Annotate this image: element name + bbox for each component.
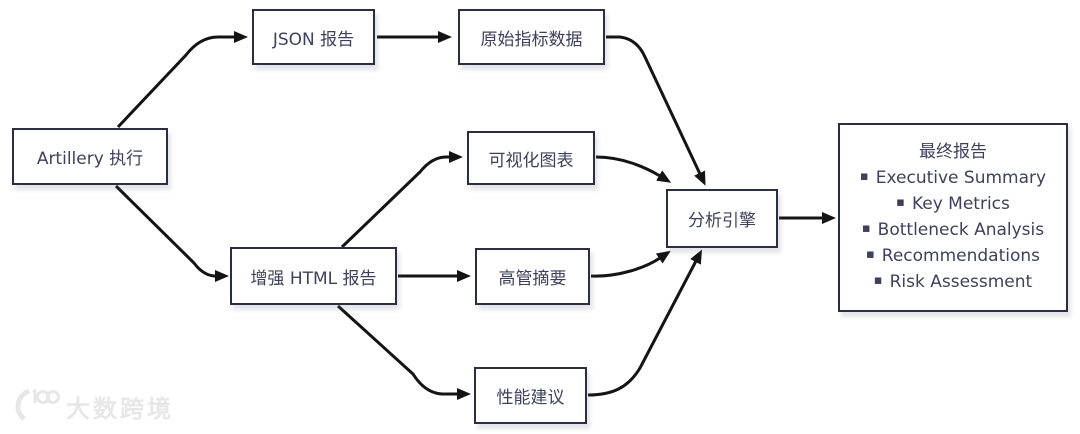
square-bullet-icon: ▪ [859, 169, 869, 184]
final-report-item-label: Key Metrics [911, 194, 1010, 214]
node-exec-summary-label: 高管摘要 [498, 269, 567, 289]
edge-exec-summary-to-analysis-engine [590, 250, 671, 278]
edge-visual-charts-to-analysis-engine [595, 155, 672, 183]
edge-enhanced-html-to-visual-charts [340, 151, 463, 249]
node-raw-metrics: 原始指标数据 [458, 9, 605, 65]
node-exec-summary: 高管摘要 [475, 248, 590, 305]
edge-raw-metrics-to-analysis-engine [606, 35, 706, 186]
dashu-100-logo-icon [15, 388, 60, 421]
final-report-item-label: Bottleneck Analysis [877, 220, 1045, 240]
node-enhanced-html-report-label: 增强 HTML 报告 [250, 268, 377, 289]
edge-perf-suggestions-to-analysis-engine [587, 249, 703, 397]
edge-artillery-to-enhanced-html [114, 184, 229, 282]
final-report-item-label: Executive Summary [875, 168, 1047, 188]
final-report-item: ▪ Key Metrics [896, 191, 1010, 217]
node-raw-metrics-label: 原始指标数据 [480, 29, 583, 50]
node-visual-charts: 可视化图表 [467, 131, 595, 185]
watermark: 大数跨境 [12, 388, 174, 424]
square-bullet-icon: ▪ [873, 273, 883, 288]
node-artillery-label: Artillery 执行 [36, 149, 144, 169]
final-report-item: ▪ Recommendations [866, 243, 1040, 269]
node-analysis-engine: 分析引擎 [666, 189, 778, 248]
square-bullet-icon: ▪ [865, 247, 875, 262]
final-report-title: 最终报告 [919, 142, 987, 162]
node-final-report: 最终报告 ▪ Executive Summary ▪ Key Metrics ▪… [838, 123, 1068, 312]
final-report-item-label: Recommendations [881, 246, 1041, 266]
node-perf-suggestions-label: 性能建议 [496, 388, 565, 408]
node-perf-suggestions: 性能建议 [474, 367, 587, 424]
final-report-item: ▪ Bottleneck Analysis [862, 217, 1044, 243]
node-json-report-label: JSON 报告 [272, 29, 355, 50]
final-report-item: ▪ Executive Summary [860, 165, 1046, 191]
watermark-text: 大数跨境 [66, 394, 174, 423]
edge-enhanced-html-to-perf-suggestions [336, 304, 471, 400]
final-report-item-label: Risk Assessment [889, 272, 1033, 292]
node-enhanced-html-report: 增强 HTML 报告 [230, 247, 397, 305]
edge-artillery-to-json-report [116, 31, 248, 129]
square-bullet-icon: ▪ [896, 195, 905, 210]
square-bullet-icon: ▪ [861, 221, 871, 236]
node-artillery-execution: Artillery 执行 [12, 128, 168, 185]
final-report-item: ▪ Risk Assessment [874, 269, 1032, 295]
node-analysis-engine-label: 分析引擎 [688, 211, 756, 231]
node-json-report: JSON 报告 [252, 9, 375, 65]
node-visual-charts-label: 可视化图表 [488, 150, 574, 171]
